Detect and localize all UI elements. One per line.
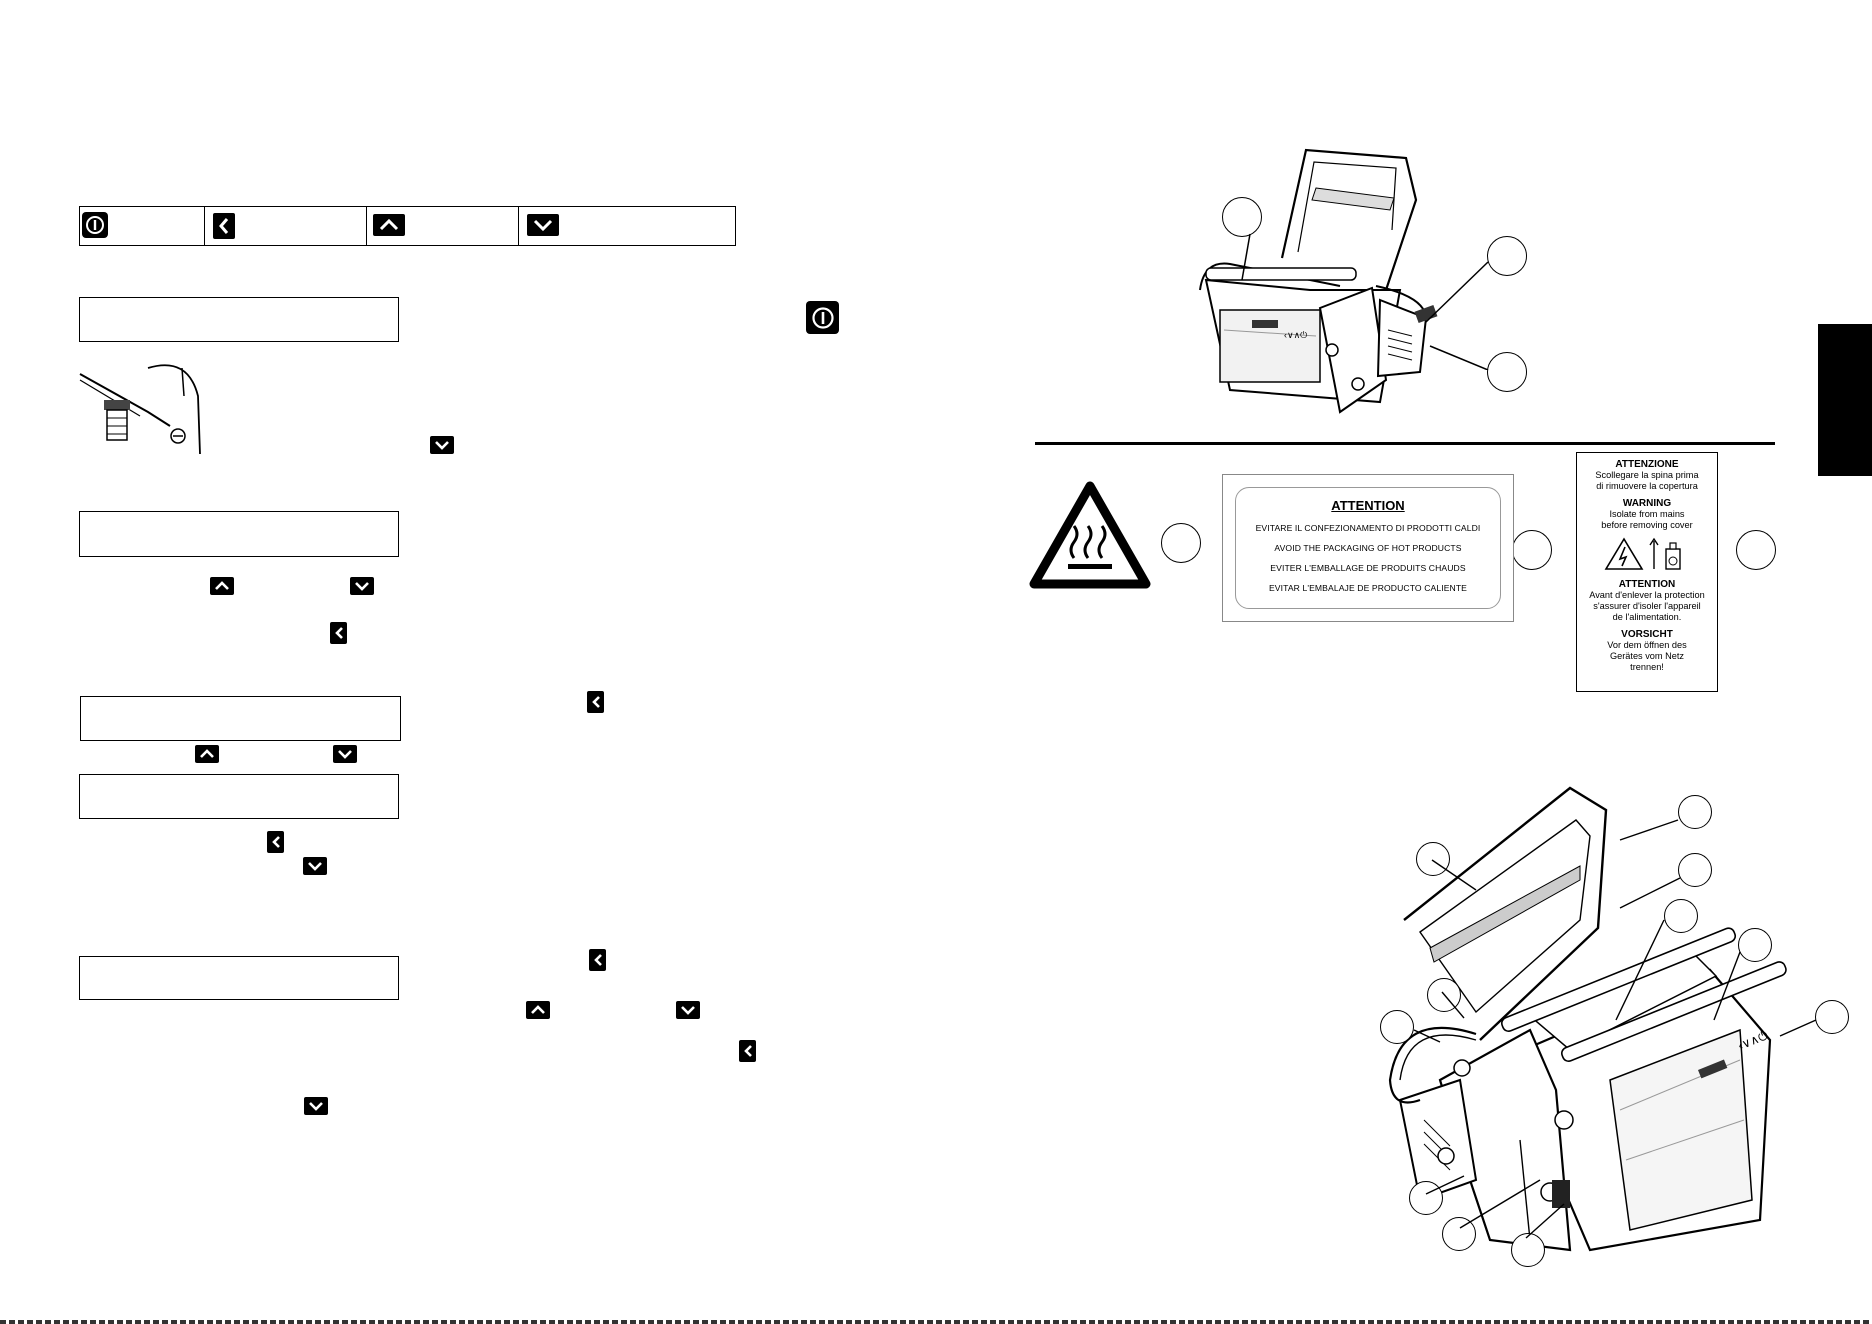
callout-marker	[1512, 530, 1552, 570]
exploded-view-leader-lines	[1413, 819, 1817, 1239]
callout-marker	[1738, 928, 1772, 962]
chevron-left-icon	[212, 213, 235, 239]
callout-marker	[1442, 1217, 1476, 1251]
power-icon	[82, 212, 108, 238]
legend-cell-up	[367, 207, 520, 245]
display-box-4	[79, 774, 399, 819]
chevron-up-icon	[526, 1001, 550, 1019]
callout-marker	[1664, 899, 1698, 933]
display-box-5	[79, 956, 399, 1000]
attention-label-line: EVITER L'EMBALLAGE DE PRODUITS CHAUDS	[1270, 563, 1466, 573]
warning-line: Gerätes vom Netz	[1609, 651, 1685, 661]
callout-marker	[1487, 352, 1527, 392]
attention-label-title: ATTENTION	[1331, 498, 1405, 513]
callout-marker	[1678, 795, 1712, 829]
callout-marker	[1815, 1000, 1849, 1034]
warning-line: before removing cover	[1601, 520, 1693, 530]
warning-line: Isolate from mains	[1609, 509, 1685, 519]
callout-marker	[1678, 853, 1712, 887]
warning-line: di rimuovere la copertura	[1596, 481, 1698, 491]
callout-marker	[1222, 197, 1262, 237]
warning-line: Vor dem öffnen des	[1607, 640, 1687, 650]
attention-label-line: EVITAR L'EMBALAJE DE PRODUCTO CALIENTE	[1268, 583, 1468, 593]
electrical-hazard-icon	[1604, 537, 1681, 570]
display-box-2	[79, 511, 399, 557]
chevron-up-icon	[195, 745, 219, 763]
attention-label-frame: ATTENTION EVITARE IL CONFEZIONAMENTO DI …	[1235, 487, 1501, 609]
display-box-3	[80, 696, 401, 741]
warning-line: Scollegare la spina prima	[1595, 470, 1699, 480]
callout-marker	[1416, 842, 1450, 876]
warning-heading: ATTENZIONE	[1615, 459, 1679, 470]
chevron-down-icon	[527, 214, 560, 236]
legend-cell-power	[80, 207, 205, 245]
warning-heading: WARNING	[1622, 498, 1672, 509]
chevron-left-icon	[739, 1040, 756, 1062]
chevron-down-icon	[430, 436, 454, 454]
warning-label: ATTENZIONE Scollegare la spina prima di …	[1576, 452, 1718, 692]
warning-line: Avant d'enlever la protection	[1589, 590, 1705, 600]
attention-label-line: EVITARE IL CONFEZIONAMENTO DI PRODOTTI C…	[1255, 523, 1481, 533]
vacuum-pump-connector-detail	[79, 364, 201, 454]
display-box-1	[79, 297, 399, 342]
chevron-down-icon	[333, 745, 357, 763]
chevron-left-icon	[267, 831, 284, 853]
callout-marker	[1161, 523, 1201, 563]
page-edge-rule	[0, 1320, 1872, 1324]
key-legend-bar	[79, 206, 736, 246]
callout-marker	[1380, 1010, 1414, 1044]
warning-heading: ATTENTION	[1618, 579, 1676, 590]
hot-surface-warning-icon	[1029, 481, 1151, 589]
callout-marker	[1511, 1233, 1545, 1267]
chevron-down-icon	[350, 577, 374, 595]
power-icon	[806, 301, 839, 334]
chevron-down-icon	[304, 1097, 328, 1115]
vacuum-sealer-open-lid-illustration: ‹∨∧⏻	[1199, 148, 1438, 414]
chevron-left-icon	[589, 949, 606, 971]
callout-marker	[1487, 236, 1527, 276]
legend-cell-down	[519, 207, 735, 245]
section-tab	[1818, 324, 1872, 476]
chevron-left-icon	[330, 622, 347, 644]
warning-line: de l'alimentation.	[1612, 612, 1682, 622]
chevron-left-icon	[587, 691, 604, 713]
section-divider	[1035, 442, 1775, 445]
chevron-up-icon	[210, 577, 234, 595]
chevron-down-icon	[303, 857, 327, 875]
chevron-down-icon	[676, 1001, 700, 1019]
attention-label-line: AVOID THE PACKAGING OF HOT PRODUCTS	[1274, 543, 1462, 553]
svg-text:‹∨∧⏻: ‹∨∧⏻	[1284, 330, 1307, 340]
warning-line: trennen!	[1630, 662, 1664, 672]
callout-leader-lines	[1241, 233, 1489, 370]
warning-heading: VORSICHT	[1621, 629, 1673, 640]
callout-marker	[1427, 978, 1461, 1012]
warning-line: s'assurer d'isoler l'appareil	[1593, 601, 1701, 611]
callout-marker	[1736, 530, 1776, 570]
attention-label: ATTENTION EVITARE IL CONFEZIONAMENTO DI …	[1222, 474, 1514, 622]
vacuum-sealer-exploded-view-illustration: ‹∨∧⏻	[1388, 786, 1787, 1252]
callout-marker	[1409, 1181, 1443, 1215]
chevron-up-icon	[372, 214, 405, 236]
legend-cell-back	[205, 207, 367, 245]
